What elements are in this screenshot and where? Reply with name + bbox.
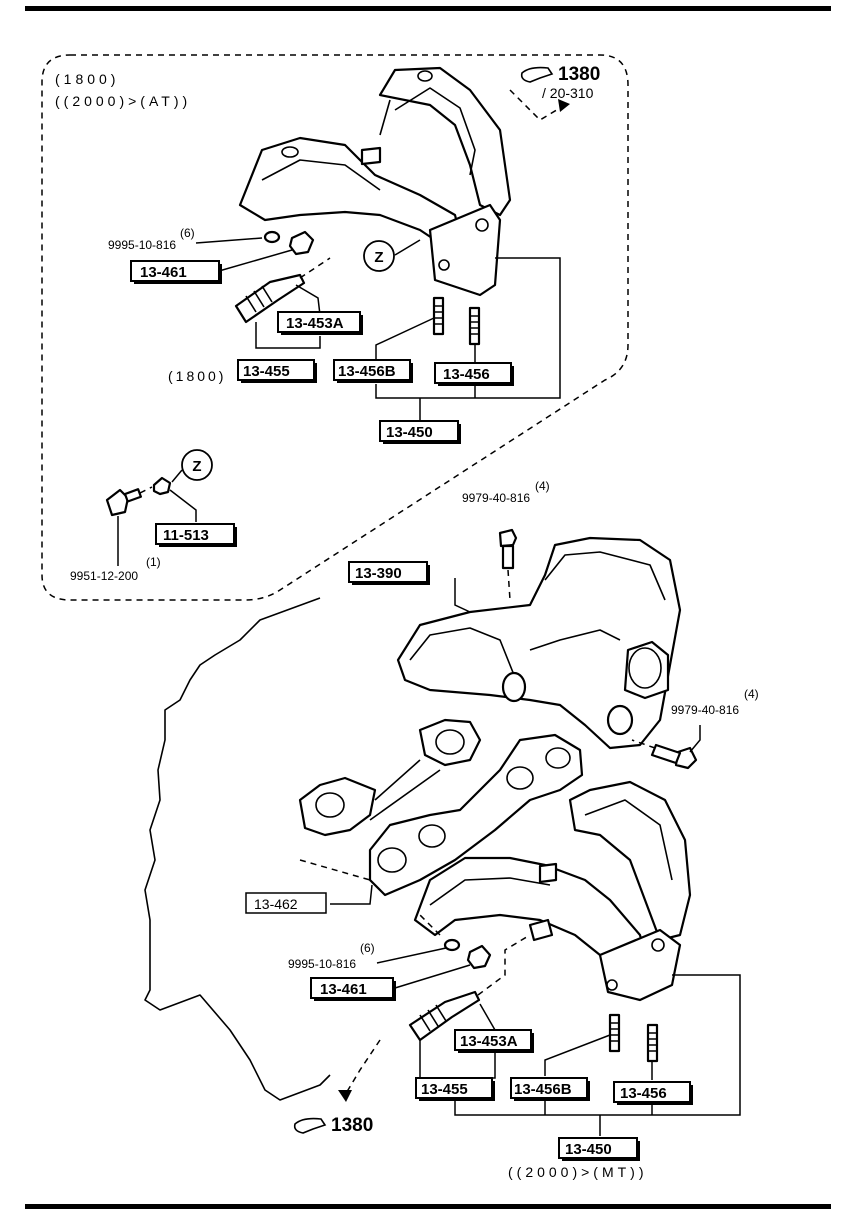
pointing-hand-icon: [520, 66, 554, 83]
washer-qty-top: (6): [180, 226, 195, 240]
svg-text:Z: Z: [192, 458, 201, 475]
washer-top[interactable]: [263, 230, 281, 244]
manifold-flange-plate[interactable]: [368, 733, 584, 897]
part-box-13-453a-top[interactable]: 13-453A: [277, 311, 363, 335]
washer-bottom[interactable]: [443, 938, 461, 952]
nut-bottom[interactable]: [466, 944, 492, 970]
bolt-part-detail-z: 9951-12-200: [70, 569, 138, 583]
variant-1800-label: (1800): [55, 71, 119, 87]
variant-2000-at-label: ((2000)>(AT)): [55, 93, 191, 109]
svg-text:13-455: 13-455: [243, 363, 290, 380]
heat-insulator-13-390[interactable]: [396, 536, 682, 750]
svg-text:13-456B: 13-456B: [338, 363, 396, 380]
svg-text:1380: 1380: [331, 1115, 373, 1136]
part-box-13-456-top[interactable]: 13-456: [434, 362, 514, 386]
svg-text:13-390: 13-390: [355, 565, 402, 582]
part-box-13-390[interactable]: 13-390: [348, 561, 430, 585]
svg-text:13-455: 13-455: [421, 1081, 468, 1098]
stud-456-top[interactable]: [468, 306, 481, 346]
part-box-13-461-bottom[interactable]: 13-461: [310, 977, 396, 1001]
svg-text:13-461: 13-461: [140, 264, 187, 281]
at-group-outline: [41, 54, 629, 601]
bolt-right-qty: (4): [744, 687, 759, 701]
variant-2000-mt-label: ((2000)>(MT)): [508, 1164, 648, 1180]
stud-456b-bottom[interactable]: [608, 1013, 621, 1053]
washer-qty-bottom: (6): [360, 941, 375, 955]
part-box-13-461-top[interactable]: 13-461: [130, 260, 222, 284]
part-box-13-456b-bottom[interactable]: 13-456B: [510, 1077, 590, 1101]
detail-z-marker[interactable]: Z: [181, 449, 213, 481]
bolt-insulator-top[interactable]: [498, 528, 518, 570]
stud-456b-top[interactable]: [432, 296, 445, 336]
svg-text:1380: 1380: [558, 64, 600, 85]
bolt-top-part: 9979-40-816: [462, 491, 530, 505]
nut-top[interactable]: [288, 230, 315, 256]
svg-text:13-456B: 13-456B: [514, 1081, 572, 1098]
cylinder-head-outline: [144, 597, 331, 1101]
svg-text:13-462: 13-462: [254, 896, 298, 912]
bolt-qty-detail-z: (1): [146, 555, 161, 569]
exhaust-manifold-at[interactable]: [238, 66, 512, 297]
part-box-13-456-bottom[interactable]: 13-456: [613, 1081, 693, 1105]
part-box-13-462[interactable]: 13-462: [245, 892, 327, 914]
ref-page-label: / 20-310: [542, 85, 594, 101]
exhaust-manifold-mt[interactable]: [413, 780, 692, 1002]
bolt-right-part: 9979-40-816: [671, 703, 739, 717]
top-rule: [25, 6, 831, 11]
bottom-rule: [25, 1204, 831, 1209]
detail-z-marker-top[interactable]: Z: [363, 240, 395, 272]
svg-text:13-453A: 13-453A: [286, 315, 344, 332]
part-box-13-455-bottom[interactable]: 13-455: [415, 1077, 495, 1101]
gasket-13-462[interactable]: [298, 718, 482, 837]
bolt-detail-z[interactable]: [105, 488, 142, 517]
ref-1380-bottom[interactable]: 1380: [293, 1115, 374, 1136]
part-box-11-513[interactable]: 11-513: [155, 523, 237, 547]
part-box-13-450-top[interactable]: 13-450: [379, 420, 461, 444]
stud-453a-top[interactable]: [234, 257, 331, 324]
svg-text:13-450: 13-450: [386, 424, 433, 441]
bolt-top-qty: (4): [535, 479, 550, 493]
svg-text:11-513: 11-513: [163, 527, 209, 544]
part-box-13-455-top[interactable]: 13-455: [237, 359, 317, 383]
bolt-insulator-right[interactable]: [650, 743, 698, 770]
variant-1800-small: (1800): [168, 368, 226, 384]
pointing-hand-icon: [293, 1117, 327, 1134]
part-box-13-456b-top[interactable]: 13-456B: [333, 359, 413, 383]
part-box-13-450-bottom[interactable]: 13-450: [558, 1137, 640, 1161]
svg-text:Z: Z: [374, 249, 383, 266]
washer-part-top: 9995-10-816: [108, 238, 176, 252]
nut-11-513[interactable]: [152, 476, 172, 496]
ref-1380-top[interactable]: 1380: [520, 64, 601, 85]
svg-text:13-461: 13-461: [320, 981, 367, 998]
svg-text:13-456: 13-456: [443, 366, 490, 383]
part-box-13-453a-bottom[interactable]: 13-453A: [454, 1029, 534, 1053]
svg-text:13-453A: 13-453A: [460, 1033, 518, 1050]
stud-456-bottom[interactable]: [646, 1023, 659, 1063]
svg-text:13-456: 13-456: [620, 1085, 667, 1102]
svg-text:13-450: 13-450: [565, 1141, 612, 1158]
washer-part-bottom: 9995-10-816: [288, 957, 356, 971]
